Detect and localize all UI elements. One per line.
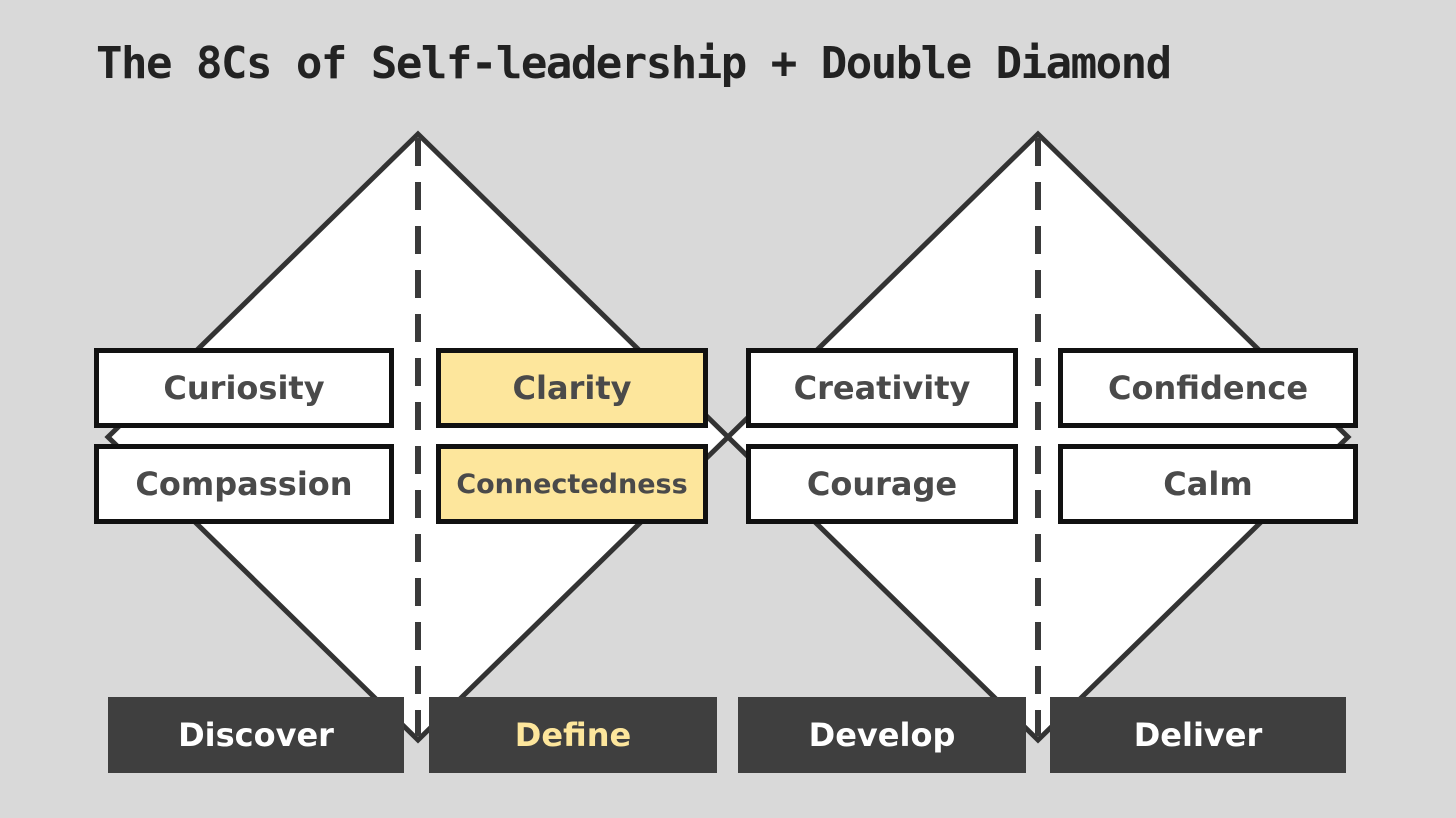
box-confidence: Confidence <box>1058 348 1358 428</box>
right-diamond <box>724 130 1352 744</box>
phase-develop: Develop <box>738 697 1026 773</box>
phase-discover: Discover <box>108 697 404 773</box>
box-calm: Calm <box>1058 444 1358 524</box>
box-clarity: Clarity <box>436 348 708 428</box>
left-diamond <box>104 130 732 744</box>
box-compassion: Compassion <box>94 444 394 524</box>
page-title: The 8Cs of Self-leadership + Double Diam… <box>96 38 1172 89</box>
box-creativity: Creativity <box>746 348 1018 428</box>
box-connectedness: Connectedness <box>436 444 708 524</box>
phase-define: Define <box>429 697 717 773</box>
box-curiosity: Curiosity <box>94 348 394 428</box>
box-courage: Courage <box>746 444 1018 524</box>
phase-deliver: Deliver <box>1050 697 1346 773</box>
